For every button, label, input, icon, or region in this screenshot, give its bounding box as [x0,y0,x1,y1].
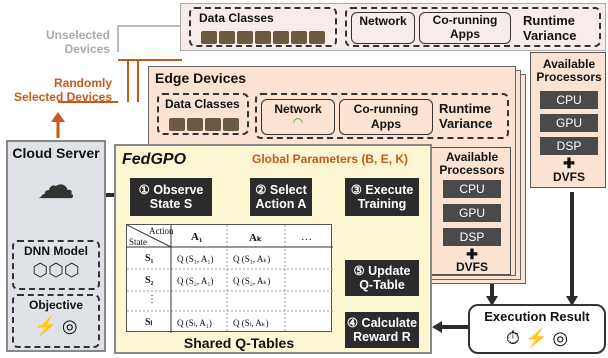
execution-result-box: Execution Result ⏱ ⚡ ◎ [468,304,606,354]
objective-box: Objective ⚡ ◎ [12,294,100,348]
data-classes-label: Data Classes [165,97,240,111]
image-icon [205,118,221,131]
qtable-cell: Q (S₁, Aₖ) [233,254,271,264]
runtime-variance-label: Runtime Variance [439,101,493,131]
unselected-devices-label: Unselected Devices [45,28,110,56]
global-params-label: Global Parameters (B, E, K) [252,152,409,166]
cloud-server-title: Cloud Server [12,145,100,161]
processor-dsp: DSP [540,137,598,155]
qtable-cell: Q (S₂, Aₖ) [233,276,271,286]
processor-gpu: GPU [540,114,598,132]
step-select-action: ② Select Action A [250,178,312,216]
execution-result-label: Execution Result [484,309,590,324]
runtime-variance-box-back: Network Co-running Apps Runtime Variance [345,7,601,47]
processor-cpu: CPU [443,180,501,198]
fedgpo-panel: FedGPO Global Parameters (B, E, K) ① Obs… [114,144,432,354]
dnn-model-box: DNN Model ⬡⬡⬡ [12,240,100,290]
processor-gpu: GPU [443,204,501,222]
corunning-apps-box: Co-running Apps [339,99,433,135]
data-class-images [201,31,327,49]
qtable-row-state: Sₗ [145,317,153,328]
right-processors-box: Available Processors CPU GPU DSP ✚ DVFS [530,52,606,188]
dvfs-label: DVFS [552,170,585,184]
step-update-qtable: ⑤ Update Q-Table [345,260,419,296]
image-icon [219,31,235,44]
qtable-col-ak: Aₖ [249,232,262,244]
qtable: Action State A₁ Aₖ … S₁ Q (S₁, A₁) Q (S₁… [126,224,333,333]
available-processors-label: Available Processors [536,57,602,84]
plus-icon: ✚ [466,246,478,262]
plus-icon: ✚ [563,155,575,171]
image-icon [273,31,289,44]
image-icon [201,31,217,44]
dnn-model-label: DNN Model [24,244,88,258]
processor-cpu: CPU [540,91,598,109]
qtable-cell: Q (Sₗ, Aₖ) [233,318,269,328]
qtable-cell: Q (Sₗ, A₁) [177,318,212,328]
wifi-icon: ◠ [292,115,304,129]
qtable-cell: Q (S₂, A₁) [177,276,214,286]
fedgpo-title: FedGPO [122,151,187,168]
timer-battery-target-icon: ⏱ ⚡ ◎ [505,328,569,348]
shared-qtables-label: Shared Q-Tables [183,335,295,351]
network-box: Network ◠ [261,99,335,135]
edge-processors-box: Available Processors CPU GPU DSP ✚ DVFS [431,147,511,275]
qtable-row-state: S₂ [145,275,154,286]
data-classes-box-back: Data Classes [189,7,337,47]
randomly-selected-label: Randomly Selected Devices [13,76,112,104]
qtable-cell: Q (S₁, A₁) [177,254,214,264]
qtable-col-a1: A₁ [191,231,203,243]
runtime-variance-label-back: Runtime Variance [523,13,577,43]
objective-label: Objective [28,298,84,312]
corunning-apps-box-back: Co-running Apps [419,12,511,44]
qtable-row-state: S₁ [145,253,154,264]
qtable-row-state: ⋮ [147,294,157,305]
cloud-server-icon: ☁ [37,165,75,207]
image-icon [223,118,239,131]
image-icon [255,31,271,44]
battery-target-icon: ⚡ ◎ [34,316,78,336]
qtable-col-dots: … [301,231,312,243]
image-icon [237,31,253,44]
edge-devices-title: Edge Devices [155,70,247,86]
data-classes-box: Data Classes [157,93,249,135]
data-class-images [169,118,241,136]
step-execute-training: ③ Execute Training [345,178,419,216]
qtable-grid [127,225,333,333]
qtable-header-state: State [129,237,147,247]
available-processors-label: Available Processors [439,150,505,177]
dvfs-label: DVFS [455,260,488,274]
step-calculate-reward: ④ Calculate Reward R [345,312,419,348]
processor-dsp: DSP [443,228,501,246]
unselected-devices-panel: Data Classes Network Co-running Apps Run… [180,3,606,51]
step-observe-state: ① Observe State S [130,178,212,216]
neural-network-icon: ⬡⬡⬡ [32,260,80,280]
data-classes-label: Data Classes [199,11,274,25]
image-icon [187,118,203,131]
runtime-variance-box: Network ◠ Co-running Apps Runtime Varian… [255,93,509,139]
image-icon [169,118,185,131]
cloud-server-panel: Cloud Server ☁ DNN Model ⬡⬡⬡ Objective ⚡… [6,140,106,352]
qtable-header-action: Action [149,226,174,236]
image-icon [291,31,307,44]
image-icon [309,31,325,44]
network-box-back: Network [351,12,415,44]
